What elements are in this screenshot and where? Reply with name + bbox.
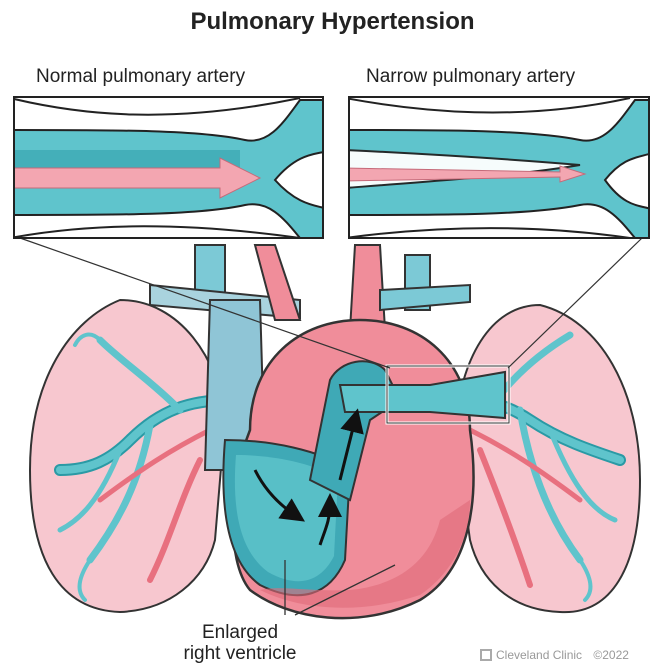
left-lung [30,300,225,612]
narrow-artery-inset [345,97,655,238]
credit-name: Cleveland Clinic [496,648,582,662]
cleveland-clinic-logo-icon [480,649,492,661]
callout-line2: right ventricle [150,643,330,664]
callout-line1: Enlarged [150,622,330,643]
normal-artery-inset [10,97,330,238]
credit: Cleveland Clinic ©2022 [480,648,629,662]
credit-copyright: ©2022 [593,648,629,662]
great-vessels [150,245,470,330]
